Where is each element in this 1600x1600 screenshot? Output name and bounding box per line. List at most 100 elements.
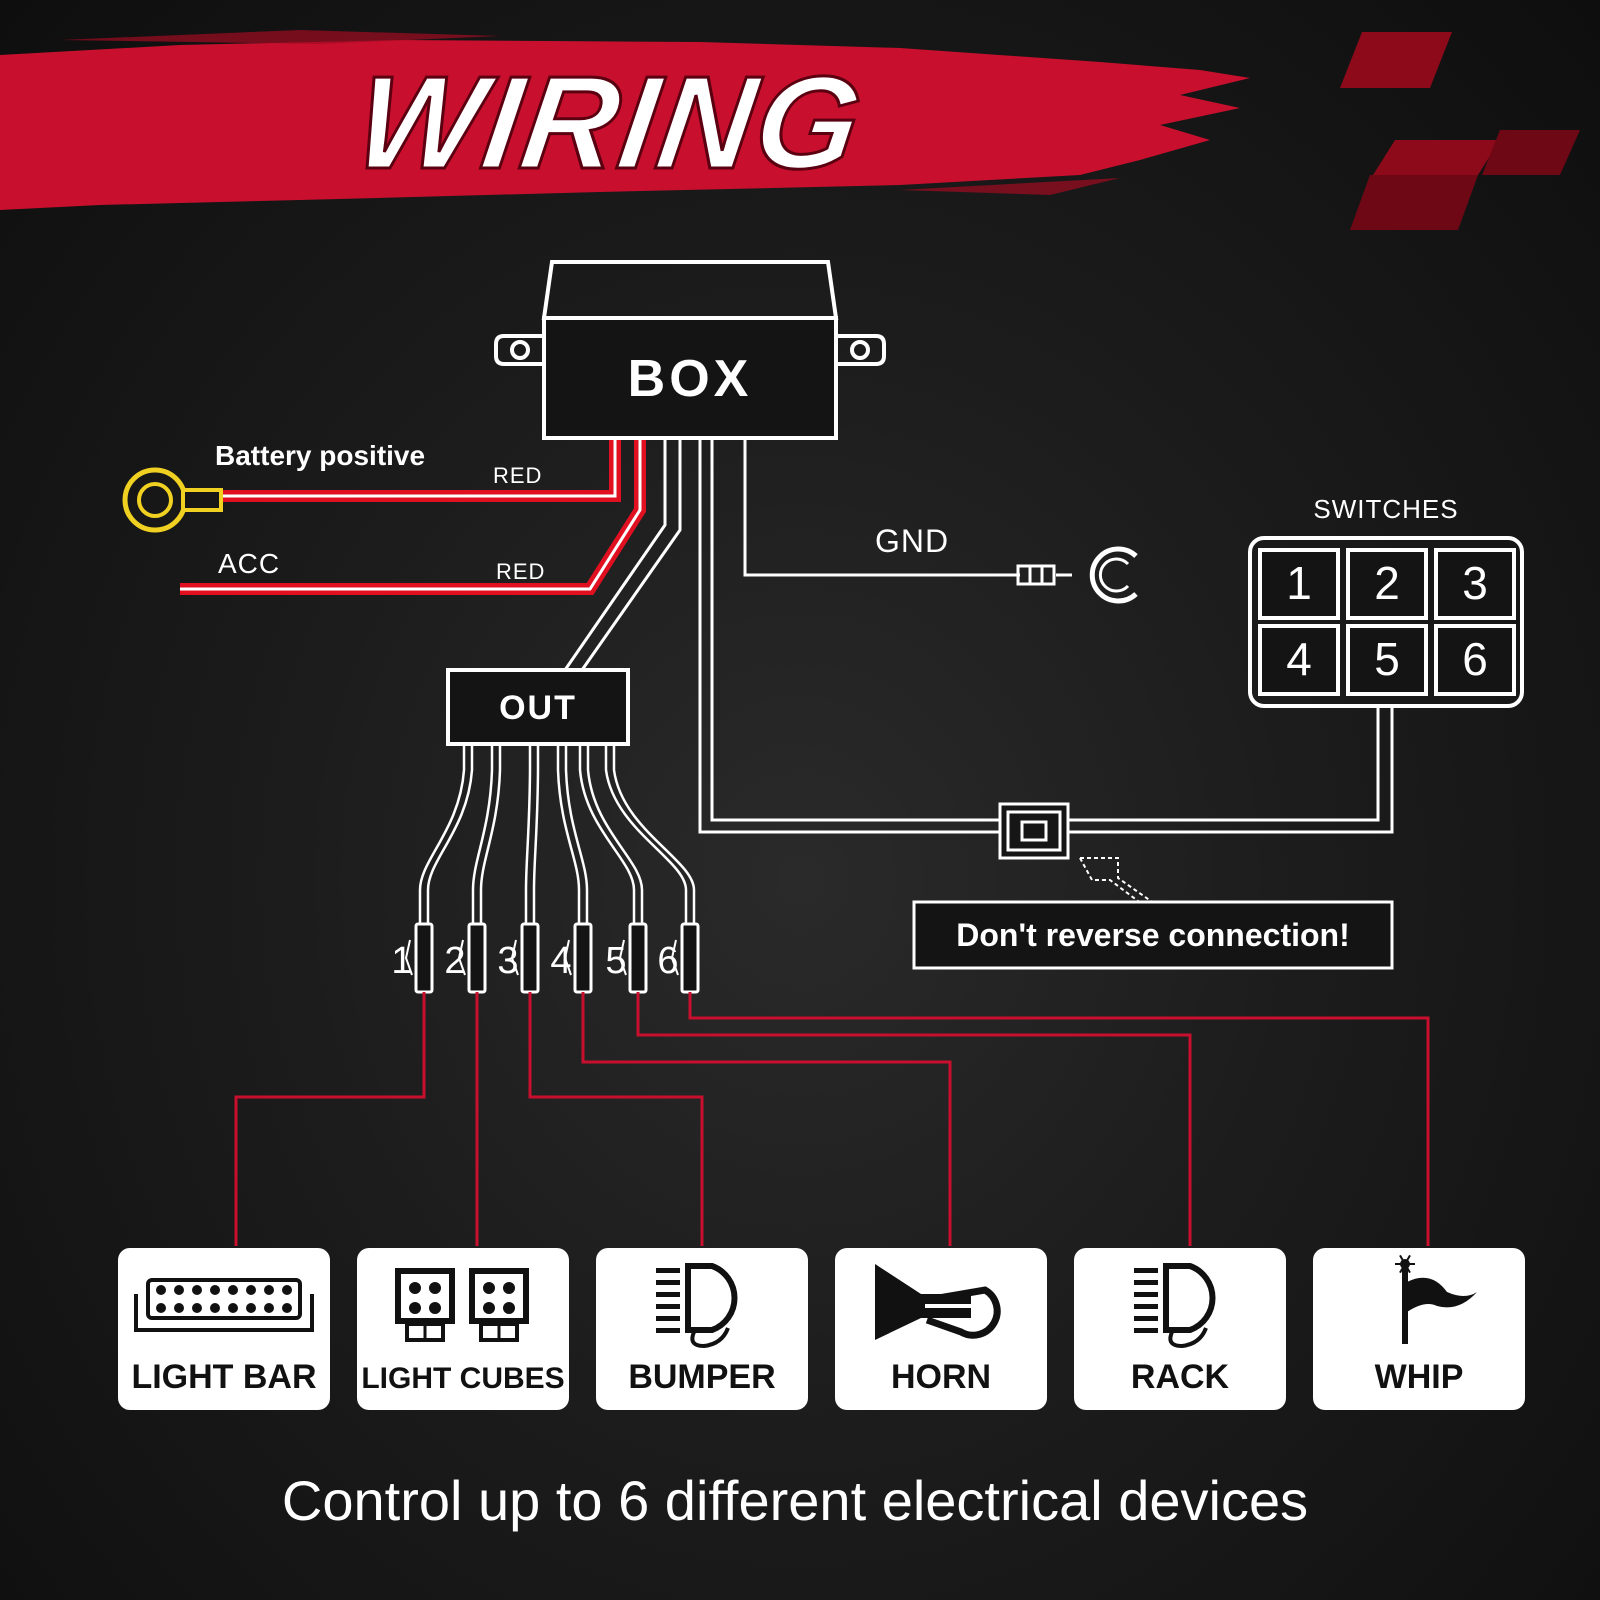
output-line-4: 4 (550, 745, 952, 1246)
output-wire (524, 745, 532, 924)
output-line-2: 2 (444, 745, 502, 1246)
switch-button-number: 4 (1286, 633, 1312, 685)
box-label: BOX (628, 350, 753, 408)
device-lead-wire (234, 992, 426, 1246)
inline-fuse-icon (467, 922, 487, 994)
switch-button-frame (1346, 548, 1428, 620)
red-wire-label-acc: RED (496, 559, 545, 584)
switch-button-4[interactable]: 4 (1258, 624, 1340, 696)
output-wire (612, 745, 696, 924)
battery-positive-label: Battery positive (215, 440, 425, 471)
switch-button-number: 6 (1462, 633, 1488, 685)
output-number-5: 5 (605, 940, 626, 982)
device-card-bg (1313, 1248, 1525, 1410)
device-label: BUMPER (628, 1358, 775, 1396)
relay-box (494, 260, 886, 440)
output-line-5: 5 (578, 745, 1192, 1246)
out-harness (563, 440, 682, 671)
footer-caption: Control up to 6 different electrical dev… (282, 1469, 1308, 1532)
whip-flag-icon (1395, 1254, 1477, 1344)
output-number-2: 2 (444, 940, 465, 982)
switch-button-5[interactable]: 5 (1346, 624, 1428, 696)
switch-button-number: 5 (1374, 633, 1400, 685)
gnd-label: GND (875, 523, 949, 559)
output-wire (471, 745, 494, 924)
output-wire (556, 745, 581, 924)
output-wire (604, 745, 688, 924)
switch-button-number: 3 (1462, 557, 1488, 609)
out-connector (446, 668, 630, 746)
device-cards: LIGHT BAR LIGHT CUBES BUMPER HORN RACK WHIP (118, 1248, 1525, 1410)
acc-wire (180, 440, 646, 595)
output-wire (586, 745, 644, 924)
device-label: RACK (1131, 1358, 1230, 1396)
device-label: LIGHT CUBES (361, 1362, 564, 1395)
switch-button-3[interactable]: 3 (1434, 548, 1516, 620)
device-lead-wire (528, 992, 704, 1246)
gnd-wire (743, 440, 1020, 577)
switch-connector-icon (998, 802, 1070, 860)
output-wire (418, 745, 466, 924)
inline-fuse-icon (520, 922, 540, 994)
ground-terminal-icon (1016, 546, 1138, 604)
warning-box (912, 900, 1394, 970)
switch-button-number: 1 (1286, 557, 1312, 609)
switches-title: SWITCHES (1313, 494, 1458, 524)
switch-button-frame (1258, 548, 1340, 620)
rack-light-icon (1134, 1263, 1216, 1349)
switch-button-number: 2 (1374, 557, 1400, 609)
device-lead-wire (581, 992, 952, 1246)
device-card-rack: RACK (1074, 1248, 1286, 1410)
battery-ring-terminal-icon (122, 467, 223, 533)
switch-button-1[interactable]: 1 (1258, 548, 1340, 620)
title-banner: WIRING (0, 30, 1580, 230)
output-line-3: 3 (497, 745, 704, 1246)
switch-harness (698, 440, 1394, 834)
inline-fuse-icon (414, 922, 434, 994)
fuse-bracket (563, 939, 572, 976)
light-bar-icon (134, 1278, 314, 1332)
output-wire (578, 745, 636, 924)
out-label: OUT (499, 689, 577, 727)
switch-button-6[interactable]: 6 (1434, 624, 1516, 696)
switch-button-frame (1258, 624, 1340, 696)
fuse-bracket (457, 939, 466, 976)
output-number-1: 1 (391, 940, 412, 982)
output-number-6: 6 (657, 940, 678, 982)
warning-text: Don't reverse connection! (956, 917, 1349, 953)
output-number-4: 4 (550, 940, 571, 982)
inline-fuse-icon (680, 922, 700, 994)
output-wire (532, 745, 540, 924)
switch-button-frame (1346, 624, 1428, 696)
light-cubes-icon (395, 1268, 529, 1342)
switch-button-2[interactable]: 2 (1346, 548, 1428, 620)
battery-wire (215, 440, 621, 502)
fuse-bracket (670, 939, 679, 976)
page-title: WIRING (348, 50, 872, 197)
device-label: WHIP (1375, 1358, 1464, 1396)
device-lead-wire (636, 992, 1192, 1246)
inline-fuse-icon (573, 922, 593, 994)
switch-panel: 1 2 3 4 5 6 (1248, 536, 1524, 708)
output-line-1: 1 (234, 745, 474, 1246)
switch-button-frame (1434, 624, 1516, 696)
output-wire (426, 745, 474, 924)
horn-icon (875, 1264, 1001, 1340)
device-card-light-bar: LIGHT BAR (118, 1248, 330, 1410)
output-wire (479, 745, 502, 924)
inline-fuse-icon (628, 922, 648, 994)
device-card-horn: HORN (835, 1248, 1047, 1410)
device-card-bumper: BUMPER (596, 1248, 808, 1410)
device-label: LIGHT BAR (131, 1358, 316, 1396)
red-wire-label-battery: RED (493, 463, 542, 488)
device-card-light-cubes: LIGHT CUBES (357, 1248, 569, 1410)
acc-label: ACC (218, 548, 280, 579)
output-wire (564, 745, 589, 924)
fuse-bracket (510, 939, 519, 976)
switch-button-frame (1434, 548, 1516, 620)
fuse-bracket (618, 939, 627, 976)
bumper-light-icon (656, 1263, 738, 1349)
